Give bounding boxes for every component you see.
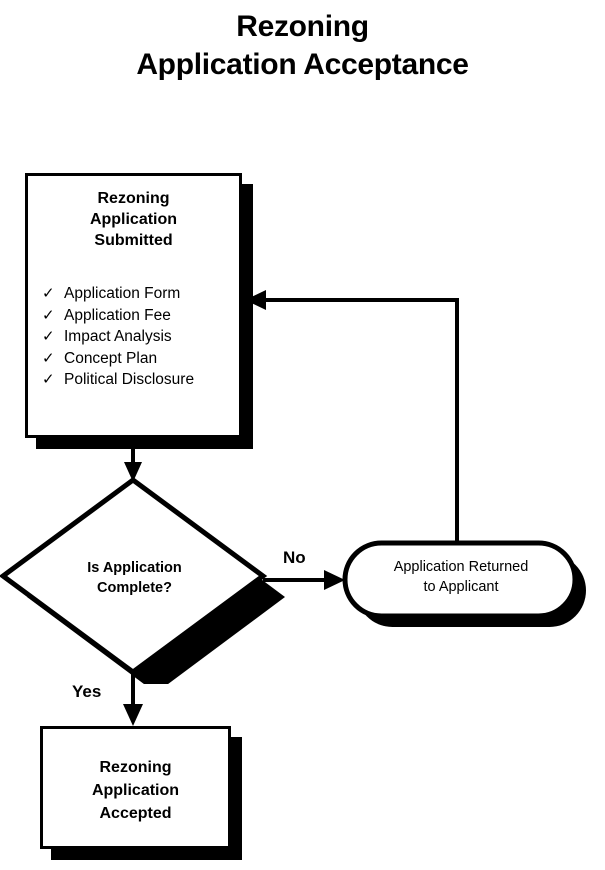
check-icon: ✓ [42, 371, 55, 388]
submitted-heading: Rezoning Application Submitted [28, 188, 239, 251]
check-icon: ✓ [42, 285, 55, 302]
decision-label: Is Application Complete? [42, 558, 227, 598]
node-submitted[interactable]: Rezoning Application Submitted ✓ Applica… [25, 173, 242, 438]
edge-label-yes: Yes [72, 682, 102, 701]
returned-shape [342, 540, 578, 619]
returned-label-line-2: to Applicant [423, 579, 499, 595]
check-icon: ✓ [42, 306, 55, 324]
page-title: Rezoning Application Acceptance [0, 8, 605, 84]
node-decision[interactable] [0, 474, 290, 684]
checklist-item-label: Impact Analysis [64, 328, 172, 345]
accepted-heading-line-2: Application [91, 782, 180, 799]
node-returned[interactable] [338, 536, 598, 636]
checklist-item-label: Concept Plan [64, 349, 158, 367]
decision-label-line-1: Is Application [87, 560, 182, 576]
accepted-heading-line-1: Rezoning [99, 759, 172, 776]
checklist-item: ✓ Application Form [42, 283, 233, 305]
submitted-heading-line-3: Submitted [94, 232, 173, 249]
checklist-item: ✓ Impact Analysis [42, 326, 233, 348]
returned-label: Application Returned to Applicant [352, 557, 570, 597]
submitted-heading-line-1: Rezoning [97, 190, 170, 207]
checklist-item-label: Application Form [64, 285, 181, 302]
checklist-item-label: Political Disclosure [64, 371, 195, 388]
decision-label-line-2: Complete? [97, 580, 172, 596]
title-line-2: Application Acceptance [136, 48, 469, 81]
check-icon: ✓ [42, 349, 55, 367]
checklist-item: ✓ Political Disclosure [42, 369, 233, 391]
checklist-item: ✓ Application Fee [42, 305, 233, 327]
node-accepted[interactable]: Rezoning Application Accepted [40, 726, 231, 849]
check-icon: ✓ [42, 328, 55, 345]
decision-shape [0, 476, 268, 676]
submitted-checklist: ✓ Application Form ✓ Application Fee ✓ I… [42, 283, 233, 391]
title-line-1: Rezoning [236, 10, 369, 43]
accepted-heading: Rezoning Application Accepted [43, 756, 228, 825]
edge-label-no: No [283, 548, 306, 567]
checklist-item: ✓ Concept Plan [42, 348, 233, 370]
accepted-heading-line-3: Accepted [99, 805, 172, 822]
checklist-item-label: Application Fee [64, 306, 171, 324]
returned-label-line-1: Application Returned [393, 559, 529, 575]
submitted-heading-line-2: Application [89, 211, 178, 228]
